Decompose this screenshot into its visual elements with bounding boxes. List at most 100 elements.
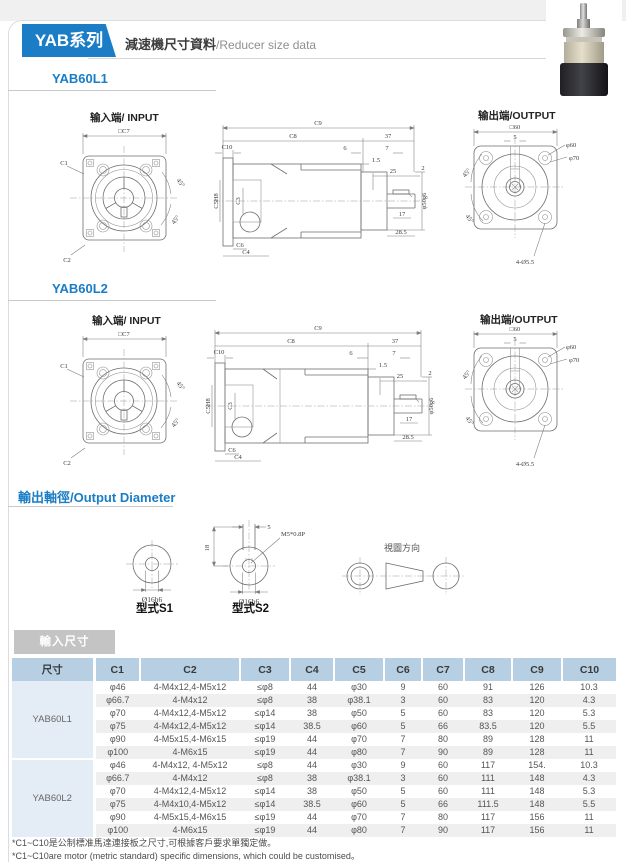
svg-text:37: 37 [392, 338, 399, 345]
cell: 5 [384, 798, 422, 811]
cell: φ46 [109, 682, 126, 692]
cell: ≤φ14 [240, 720, 290, 733]
l1-output-view-drawing: □60 5 φ60 φ70 45° 45° 4-Ø5.5 [462, 124, 579, 266]
cell: 4.3 [562, 772, 616, 785]
cell: 91 [482, 682, 493, 692]
cell: 66 [422, 798, 464, 811]
cell: ≤φ14 [254, 708, 276, 718]
column-header: C5 [333, 658, 384, 681]
cell: ≤φ14 [240, 798, 290, 811]
projection-symbol [342, 557, 464, 595]
cell: ≤φ8 [240, 694, 290, 707]
cell: φ75 [94, 720, 140, 733]
cell: 4-M4x12,4-M5x12 [153, 708, 227, 718]
section-label-yab60l1: YAB60L1 [52, 71, 108, 86]
cell: 4-M5x15,4-M6x15 [153, 812, 227, 822]
model-group-cell: YAB60L1 [12, 681, 96, 759]
cell: 120 [512, 694, 562, 707]
svg-text:C8: C8 [289, 133, 297, 140]
svg-text:18: 18 [204, 545, 211, 552]
svg-text:4-Ø5.5: 4-Ø5.5 [516, 461, 534, 468]
gearbox-flange [563, 28, 605, 37]
svg-text:45°: 45° [175, 177, 186, 189]
svg-text:17: 17 [399, 211, 406, 218]
cell: φ46 [109, 760, 126, 770]
cell: 11 [562, 824, 616, 837]
svg-text:φ50g6: φ50g6 [421, 192, 428, 210]
cell: φ60 [334, 798, 384, 811]
svg-text:45°: 45° [170, 214, 181, 226]
cell: ≤φ8 [240, 772, 290, 785]
cell: 90 [422, 746, 464, 759]
cell: φ70 [351, 812, 367, 822]
cell: 9 [400, 682, 406, 692]
section-label-yab60l2: YAB60L2 [52, 281, 108, 296]
cell: φ50 [351, 786, 367, 796]
cell: 83 [464, 694, 512, 707]
shaft-s1-label: 型式S1 [136, 603, 174, 615]
svg-text:□60: □60 [510, 326, 520, 333]
cell: 111 [464, 772, 512, 785]
svg-text:C10: C10 [222, 144, 233, 151]
cell: 38 [306, 786, 317, 796]
cell: 60 [422, 694, 464, 707]
l2-output-title: 输出端/OUTPUT [480, 314, 558, 326]
svg-text:C8: C8 [287, 338, 295, 345]
cell: 126 [529, 682, 545, 692]
column-header: C4 [289, 658, 334, 681]
cell: 4-M4x12,4-M5x12 [153, 682, 227, 692]
footnote-zh: *C1~C10是公制標准馬達連接板之尺寸,可根據客戶要求單獨定做。 [12, 838, 277, 848]
cell: 83 [482, 708, 493, 718]
cell: φ100 [94, 824, 140, 837]
cell: 154. [528, 760, 546, 770]
cell: φ30 [351, 760, 367, 770]
cell: 4.3 [562, 694, 616, 707]
svg-text:17: 17 [406, 416, 413, 423]
cell: 38 [306, 708, 317, 718]
gearbox-body-outline [222, 157, 416, 247]
cell: 4-M4x12 [140, 694, 240, 707]
cell: 10.3 [580, 682, 598, 692]
cell: 11 [562, 746, 616, 759]
svg-text:C6: C6 [236, 242, 244, 249]
cell: 89 [482, 734, 493, 744]
table-tab-input-dimensions: 輸入尺寸 [14, 630, 115, 654]
divider [8, 300, 216, 301]
cell: φ70 [351, 734, 367, 744]
l2-input-view-drawing: □C7 C1 C2 45° 45° [60, 331, 186, 467]
svg-text:1.5: 1.5 [372, 157, 380, 164]
cell: φ80 [334, 824, 384, 837]
cell: 4-M4x12,4-M5x12 [153, 786, 227, 796]
output-circles [481, 146, 549, 221]
cell: 111.5 [464, 798, 512, 811]
cell: 4-M4x12 [140, 772, 240, 785]
svg-text:φ60: φ60 [566, 344, 576, 351]
cell: φ66.7 [94, 694, 140, 707]
view-direction-label: 視圖方向 [384, 543, 421, 553]
cell: φ70 [109, 786, 126, 796]
l2-input-title: 输入端/ INPUT [92, 315, 161, 327]
svg-text:C2: C2 [63, 460, 71, 467]
cell: 128 [512, 746, 562, 759]
cell: ≤φ14 [254, 786, 276, 796]
svg-text:φ60: φ60 [566, 142, 576, 149]
svg-text:5: 5 [267, 524, 270, 531]
cell: 9 [400, 760, 406, 770]
cell: 5 [400, 786, 406, 796]
cell: 4-M6x15 [140, 824, 240, 837]
cell: 4-M4x12, 4-M5x12 [152, 760, 228, 770]
cell: 148 [512, 798, 562, 811]
cell: ≤φ8 [257, 760, 273, 770]
page-title-zh: 減速機尺寸資料 [125, 37, 217, 52]
cell: φ100 [94, 746, 140, 759]
top-strip [0, 0, 626, 21]
